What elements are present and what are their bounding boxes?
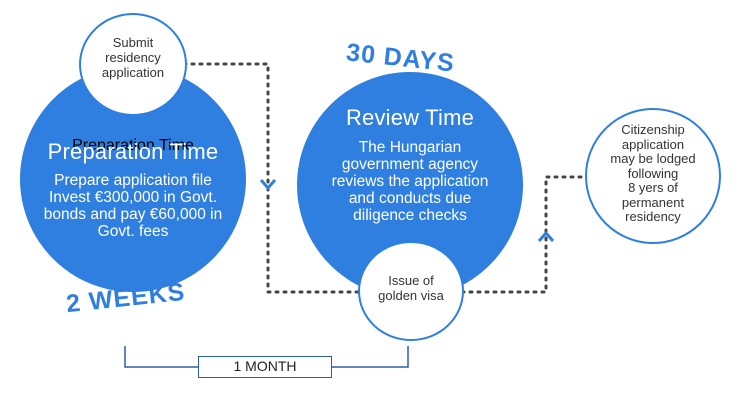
submit-line: application — [101, 65, 165, 80]
review-title: Review Time — [345, 105, 475, 130]
review-desc-line: diligence checks — [353, 207, 467, 224]
citizenship-line: application — [621, 136, 685, 152]
review-desc-line: The Hungarian — [358, 139, 462, 156]
connector-submit-to-visa — [182, 62, 364, 294]
citizenship-line: following — [627, 165, 679, 181]
review-desc-line: reviews the application — [331, 173, 489, 190]
submit-line: residency — [105, 50, 161, 65]
preparation-desc-line: Invest €300,000 in Govt. — [48, 189, 218, 206]
connector-visa-to-citizenship — [460, 175, 588, 294]
citizenship-line: may be lodged — [610, 151, 696, 166]
citizenship-line: residency — [625, 209, 681, 224]
submit-circle — [79, 13, 187, 116]
review-desc: The Hungarian government agency reviews … — [297, 139, 523, 224]
preparation-title: Preparation Time — [72, 137, 194, 154]
preparation-desc-line: Govt. fees — [97, 223, 169, 240]
submit-line: Submit — [112, 35, 154, 50]
visa-line: golden visa — [378, 288, 444, 303]
citizenship-line: Citizenship — [621, 122, 685, 137]
preparation-desc: Prepare application file Invest €300,000… — [20, 172, 246, 240]
citizenship-line: permanent — [621, 194, 685, 210]
citizenship-line: 8 yers of — [628, 180, 678, 195]
chevron-down-icon — [259, 179, 277, 191]
preparation-desc-line: bonds and pay €60,000 in — [43, 206, 223, 223]
preparation-desc-line: Prepare application file — [54, 172, 212, 189]
visa-line: Issue of — [388, 273, 434, 288]
timeline-label: 1 MONTH — [198, 356, 332, 378]
preparation-title-text: Preparation Time — [47, 139, 219, 164]
review-desc-line: government agency — [341, 156, 479, 173]
chevron-up-icon — [537, 230, 555, 242]
submit-text: Submit residency application — [79, 35, 187, 80]
citizenship-circle — [585, 108, 721, 244]
citizenship-text: Citizenship application may be lodged fo… — [585, 122, 721, 225]
visa-circle — [358, 241, 464, 341]
visa-text: Issue of golden visa — [358, 273, 464, 303]
review-desc-line: and conducts due — [348, 190, 472, 207]
